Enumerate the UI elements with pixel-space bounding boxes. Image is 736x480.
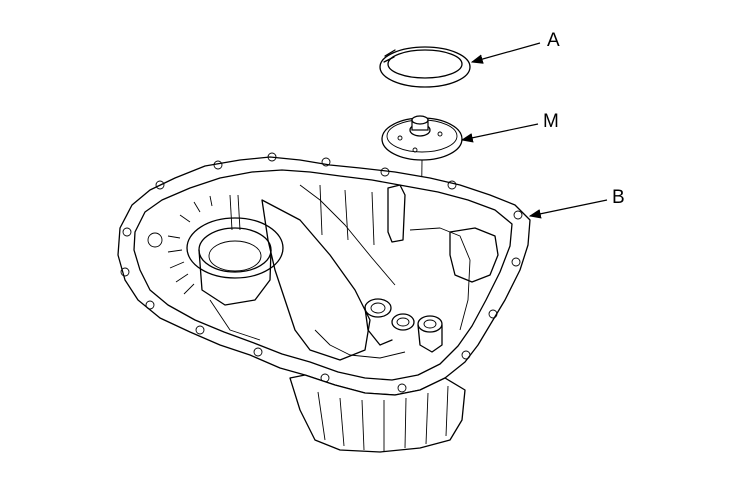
label-m: M bbox=[543, 111, 559, 132]
case-lower-sump bbox=[289, 374, 466, 453]
bearing-bore bbox=[186, 194, 284, 306]
leader-a bbox=[470, 42, 541, 64]
fluid-port-bosses bbox=[364, 298, 443, 353]
radial-ribs bbox=[147, 195, 213, 295]
label-b: B bbox=[612, 187, 625, 208]
callout-leaders bbox=[460, 42, 608, 219]
snap-ring-part-a bbox=[379, 46, 471, 88]
leader-m bbox=[460, 123, 539, 143]
leader-b bbox=[528, 199, 608, 219]
bolt-holes bbox=[120, 152, 523, 393]
internal-webbing bbox=[209, 184, 499, 361]
transmission-case-part-b bbox=[117, 152, 531, 453]
label-a: A bbox=[547, 30, 560, 51]
